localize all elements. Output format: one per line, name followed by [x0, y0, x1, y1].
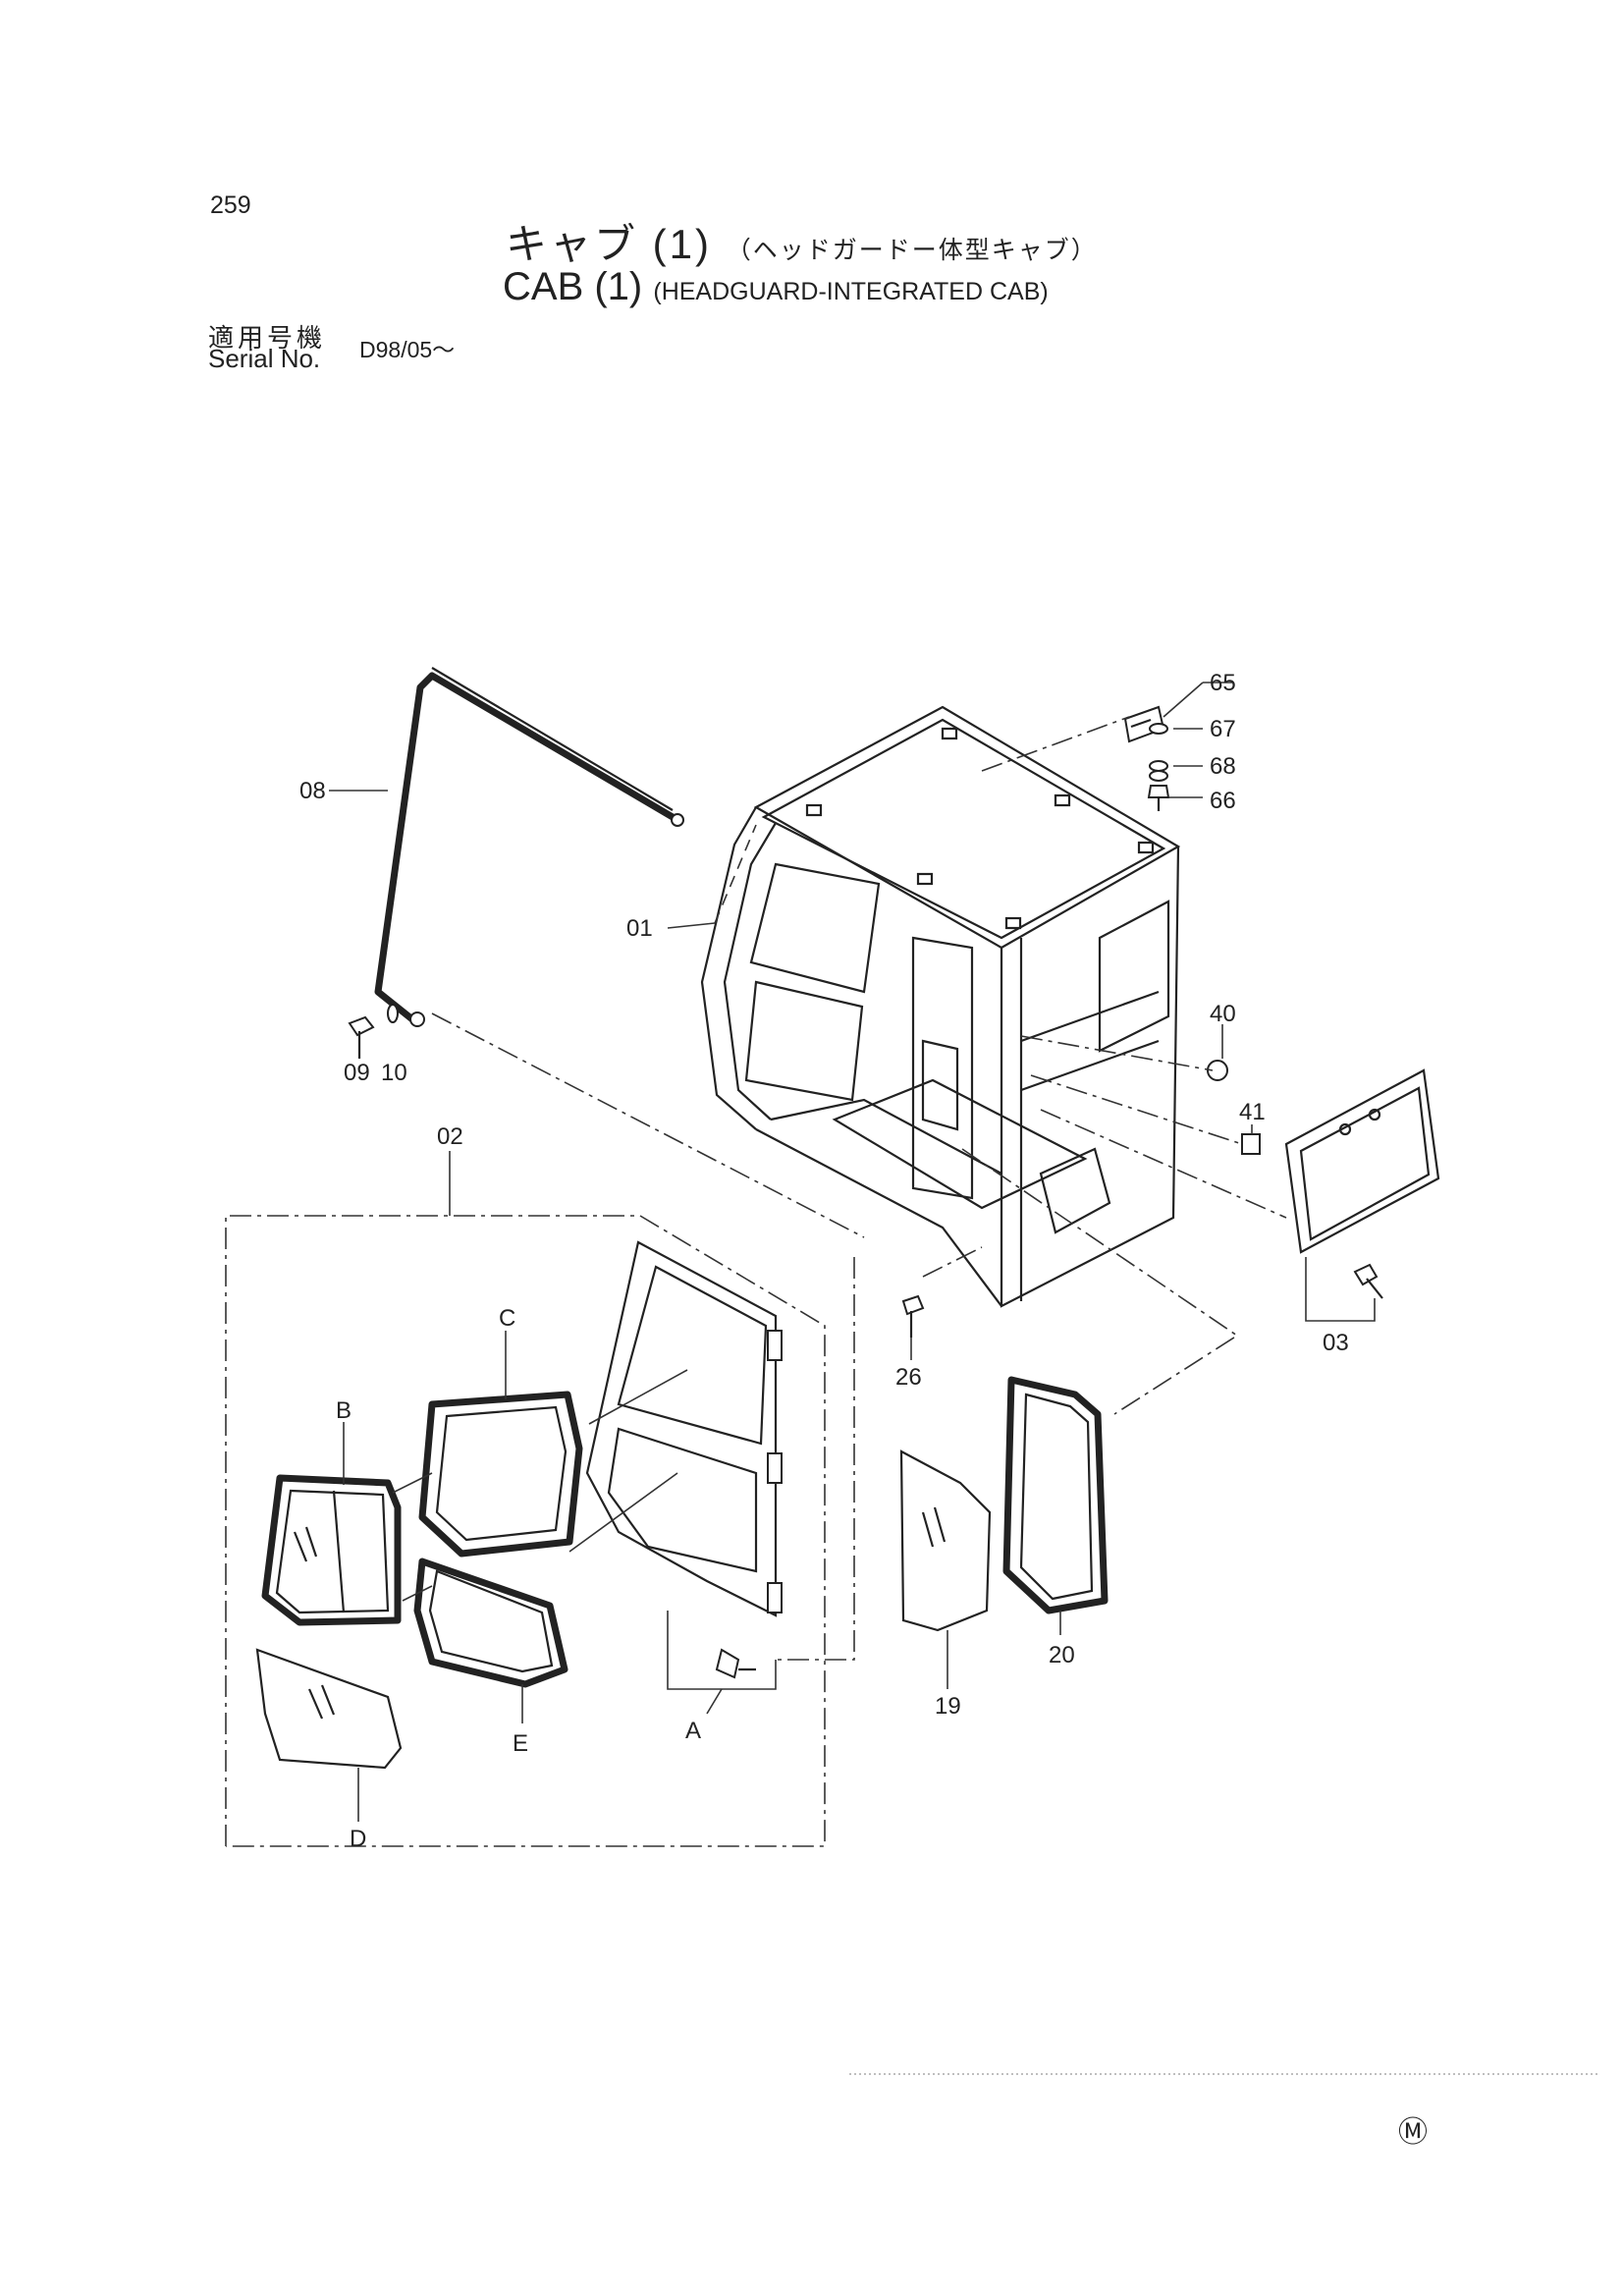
callout-10: 10	[381, 1060, 407, 1086]
side-glass-19	[899, 1449, 992, 1632]
cab-frame	[700, 705, 1181, 1308]
callout-41: 41	[1239, 1099, 1266, 1125]
callout-C: C	[499, 1305, 515, 1332]
rear-window-assembly	[1284, 1068, 1440, 1299]
callout-labels: 08 01 09 10 02 65 67 68 66 40 41 03 26 2…	[299, 670, 1349, 1852]
title-japanese-main: キャブ (1)	[506, 221, 713, 267]
callout-65: 65	[1210, 670, 1236, 696]
bolt-09-washer-10	[348, 1004, 399, 1059]
callout-19: 19	[935, 1693, 961, 1720]
callout-40: 40	[1210, 1001, 1236, 1027]
serial-label-english: Serial No.	[208, 344, 321, 373]
callout-66: 66	[1210, 788, 1236, 814]
callout-67: 67	[1210, 716, 1236, 742]
page-title-english: CAB (1) (HEADGUARD-INTEGRATED CAB)	[503, 265, 1049, 309]
callout-08: 08	[299, 778, 326, 804]
callout-68: 68	[1210, 753, 1236, 780]
title-english-main: CAB (1)	[503, 265, 643, 308]
door-assembly-group	[225, 1215, 826, 1847]
side-seal-20	[1002, 1376, 1109, 1614]
leader-lines	[329, 682, 1376, 1822]
page-number: 259	[210, 191, 251, 219]
callout-26: 26	[895, 1364, 922, 1391]
title-japanese-sub: （ヘッドガードー体型キャブ）	[726, 237, 1098, 264]
callout-20: 20	[1049, 1642, 1075, 1668]
callout-09: 09	[344, 1060, 370, 1086]
page-title-japanese: キャブ (1) （ヘッドガードー体型キャブ）	[506, 211, 1098, 271]
callout-01: 01	[626, 915, 653, 942]
title-english-sub: (HEADGUARD-INTEGRATED CAB)	[653, 278, 1049, 305]
callout-E: E	[513, 1730, 528, 1757]
callout-A: A	[685, 1718, 701, 1744]
roof-bracket-parts	[1123, 705, 1170, 811]
serial-label-japanese: 適用号機	[208, 323, 327, 353]
bolt-26	[901, 1294, 925, 1338]
serial-value: D98/05～	[359, 337, 456, 362]
callout-B: B	[336, 1397, 352, 1424]
callout-03: 03	[1323, 1330, 1349, 1356]
callout-02: 02	[437, 1123, 463, 1150]
plug-40-bushing-41	[1207, 1060, 1261, 1155]
guard-bar	[374, 667, 684, 1027]
corner-mark: Ⓜ	[1398, 2116, 1428, 2149]
callout-D: D	[350, 1826, 366, 1852]
